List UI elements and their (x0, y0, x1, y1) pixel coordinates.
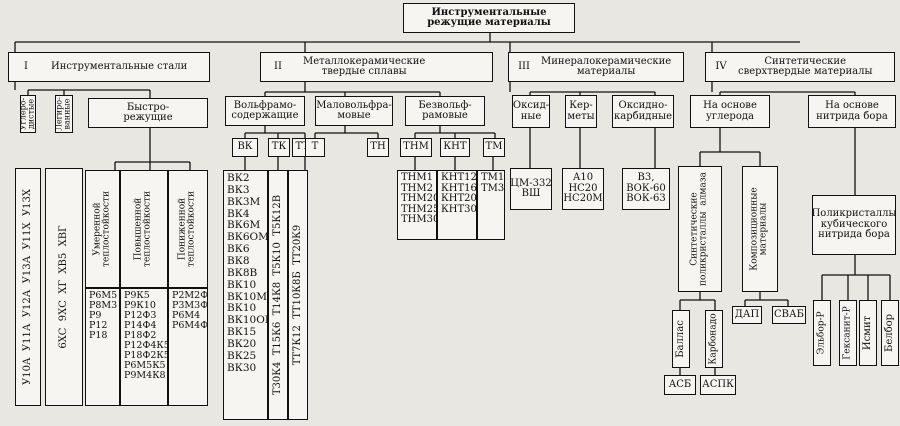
ttk-grades: ТТ7К12 ТТ10К8Б ТТ20К9 (288, 170, 308, 420)
hss-box: Быстро- режущие (88, 98, 208, 128)
knt-box: КНТ (440, 138, 470, 157)
alloy-steel-label: Легиро- ванные (55, 97, 72, 131)
belbor-label: Белбор (883, 313, 895, 353)
low-heat-box: Пониженной теплостойкости (168, 170, 208, 288)
carbon-steel-grades: У10А У11А У12А У13А У11Х У13Х (15, 168, 41, 406)
lowtungsten-box: Маловольфра- мовые (315, 96, 393, 126)
tnm-box: ТНМ (400, 138, 432, 157)
group-1-num: I (24, 60, 28, 72)
connector-composite (744, 292, 789, 306)
carbon-based-box: На основе углерода (690, 95, 770, 128)
ttk-grades-text: ТТ7К12 ТТ10К8Б ТТ20К9 (291, 224, 303, 366)
alloy-steel-grades-text: 6ХС 9ХС ХГ ХВ5 ХВГ (57, 225, 69, 349)
alloy-steel-box: Легиро- ванные (55, 95, 73, 133)
group-1-box: I Инструментальные стали (8, 52, 210, 82)
cermet-grades: А10 НС20 НС20М (562, 168, 604, 210)
group-4-label: Синтетические сверхтвердые материалы (738, 55, 873, 77)
asb-box: АСБ (664, 375, 696, 395)
composite-label: Композиционные материалы (749, 187, 769, 271)
connector-group-2 (264, 82, 441, 96)
ballas-box: Баллас (672, 310, 690, 368)
connector-tungstenfree (414, 126, 496, 138)
tk-grades-text: Т30К4 Т15К6 Т14К8 Т5К10 Т5К12В (271, 194, 283, 396)
vk-grades: ВК2 ВК3 ВК3М ВК4 ВК6М ВК6ОМ ВК6 ВК8 ВК8В… (223, 170, 268, 420)
oxidecarbide-grades: В3, ВОК-60 ВОК-63 (622, 168, 670, 210)
oxidecarbide-box: Оксидно- карбидные (612, 95, 674, 128)
connector-group-1 (14, 82, 151, 98)
cermet-box: Кер- меты (565, 95, 597, 128)
t-box: Т (305, 138, 325, 157)
knt-grades: КНТ12 КНТ16 КНТ20 КНТ30 (437, 170, 477, 240)
tk-box: ТК (268, 138, 290, 157)
group-3-num: III (518, 60, 530, 72)
group-3-label: Минералокерамические материалы (541, 55, 672, 77)
vk-box: ВК (232, 138, 258, 157)
belbor-box: Белбор (881, 300, 899, 366)
pcbn-box: Поликристаллы кубического нитрида бора (812, 195, 896, 255)
group-1-label: Инструментальные стали (51, 60, 188, 72)
connector-group-3 (509, 82, 656, 95)
carbon-steel-box: Углеро- дистые (20, 95, 36, 133)
group-2-num: II (274, 60, 282, 72)
connector-root (14, 32, 800, 52)
moderate-heat-grades: Р6М5 Р8М3 Р9 Р12 Р18 (85, 288, 120, 406)
high-heat-label: Повышенной теплостойкости (133, 191, 153, 267)
tm-box: ТМ (483, 138, 505, 157)
tungstenfree-box: Безвольф- рамовые (405, 96, 485, 126)
connector-group-4 (711, 82, 856, 95)
connector-lowtungsten (314, 126, 379, 138)
connector-boron (821, 128, 891, 300)
tungsten-box: Вольфрамо- содержащие (225, 96, 305, 126)
group-3-box: III Минералокерамические материалы (508, 52, 684, 82)
root-box: Инструментальные режущие материалы (403, 3, 575, 33)
polydiamond-label: Синтетические поликристаллы алмаза (689, 172, 709, 286)
carbonado-label: Карбонадо (708, 313, 719, 365)
low-heat-label: Пониженной теплостойкости (177, 191, 197, 267)
connector-tungsten (244, 126, 306, 138)
ismit-box: Исмит (859, 300, 877, 366)
composite-box: Композиционные материалы (742, 166, 778, 292)
group-4-num: IV (715, 60, 727, 72)
elbor-label: Эльбор-Р (816, 311, 827, 355)
connector-carbon (699, 128, 761, 166)
high-heat-grades: Р9К5 Р9К10 Р12Ф3 Р14Ф4 Р18Ф2 Р12Ф4К5 Р18… (120, 288, 168, 406)
aspk-box: АСПК (700, 375, 736, 395)
moderate-heat-box: Умеренной теплостойкости (85, 170, 120, 288)
boron-based-box: На основе нитрида бора (808, 95, 896, 128)
tnm-grades: ТНМ1 ТНМ2 ТНМ20 ТНМ25 ТНМ30 (397, 170, 437, 240)
high-heat-box: Повышенной теплостойкости (120, 170, 168, 288)
carbonado-box: Карбонадо (705, 310, 723, 368)
tm-grades: ТМ1 ТМ3 (477, 170, 505, 240)
connector-hss (114, 128, 191, 170)
carbon-steel-label: Углеро- дистые (20, 97, 36, 131)
svab-box: СВАБ (772, 306, 806, 324)
connector-polydiamond (679, 292, 716, 375)
low-heat-grades: Р2М2Ф3 Р3М3Ф2 Р6М4 Р6М4Ф (168, 288, 208, 406)
elbor-box: Эльбор-Р (813, 300, 831, 366)
oxide-box: Оксид- ные (512, 95, 550, 128)
group-2-box: II Металлокерамические твердые сплавы (260, 52, 493, 82)
carbon-steel-grades-text: У10А У11А У12А У13А У11Х У13Х (21, 188, 33, 386)
group-2-label: Металлокерамические твердые сплавы (303, 55, 426, 77)
oxide-grades: ЦМ-332 ВШ (510, 168, 552, 210)
tk-grades: Т30К4 Т15К6 Т14К8 Т5К10 Т5К12В (268, 170, 288, 420)
group-4-box: IV Синтетические сверхтвердые материалы (705, 52, 895, 82)
dap-box: ДАП (732, 306, 762, 324)
ismit-label: Исмит (861, 315, 873, 351)
polydiamond-box: Синтетические поликристаллы алмаза (678, 166, 722, 292)
hexanit-label: Гексанит-Р (842, 306, 853, 360)
ballas-label: Баллас (674, 320, 686, 358)
alloy-steel-grades: 6ХС 9ХС ХГ ХВ5 ХВГ (45, 168, 83, 406)
moderate-heat-label: Умеренной теплостойкости (92, 191, 112, 267)
hexanit-box: Гексанит-Р (839, 300, 857, 366)
connector-ceramics (529, 128, 656, 168)
tn-box: ТН (367, 138, 389, 157)
connector-carbides (244, 157, 494, 170)
